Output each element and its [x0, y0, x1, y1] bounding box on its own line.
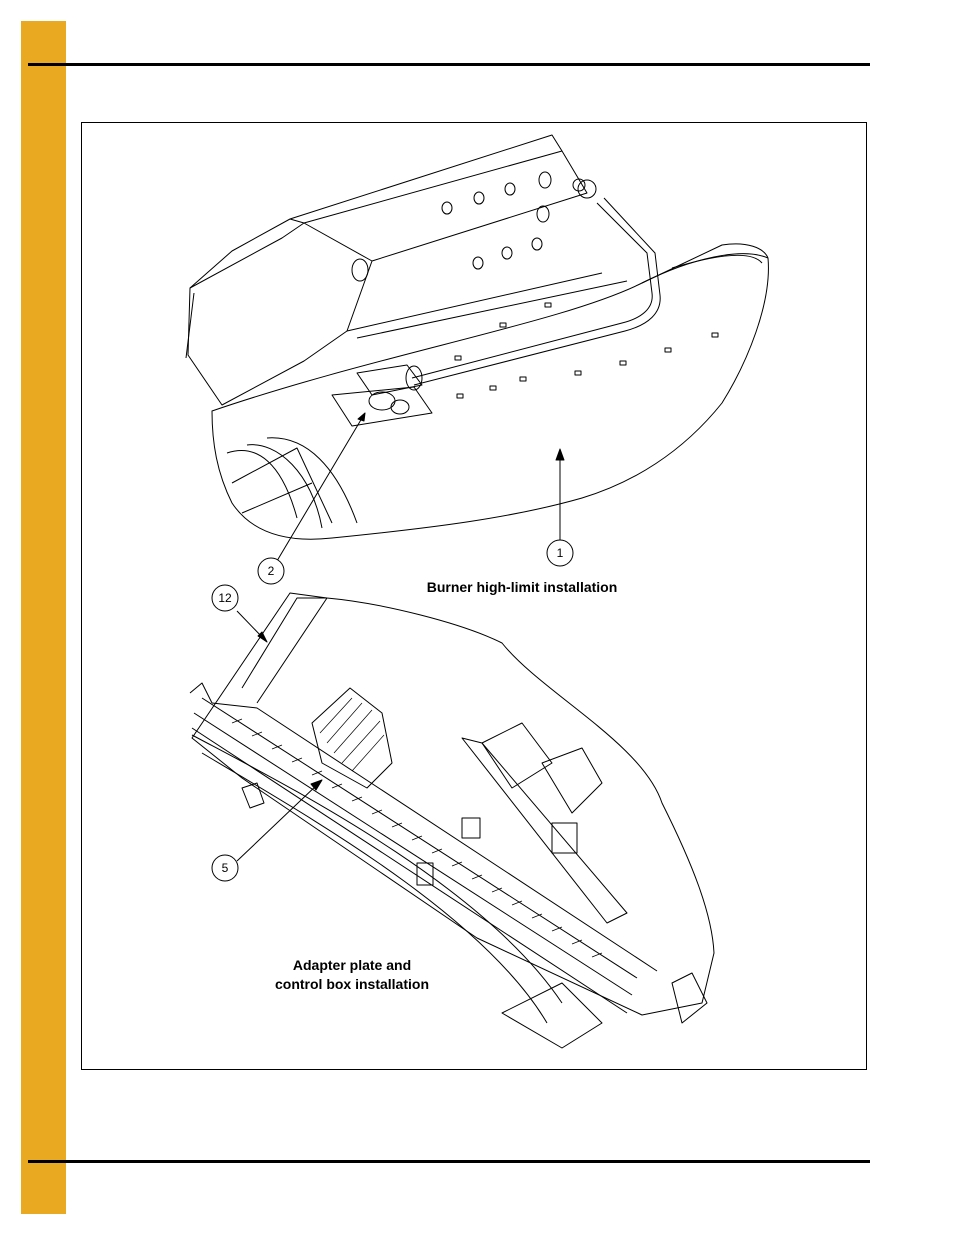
figure-frame: 1 2 12 5 Burner high-limit installation …	[81, 122, 867, 1070]
adapter-plate	[201, 697, 638, 979]
control-box-outline	[191, 592, 715, 1016]
header-rule	[28, 63, 870, 66]
caption-adapter-line2: control box installation	[274, 976, 429, 992]
high-limit-bracket	[331, 386, 433, 427]
technical-drawing: 1 2 12 5	[185, 134, 769, 1049]
caption-burner-high-limit: Burner high-limit installation	[426, 579, 618, 595]
rim-bolts	[454, 302, 719, 399]
callout-2: 2	[268, 564, 275, 578]
callout-1: 1	[557, 546, 564, 560]
side-tab	[21, 21, 66, 1214]
footer-rule	[28, 1160, 870, 1163]
control-cover	[187, 134, 588, 406]
transformer	[311, 687, 393, 789]
callout-12: 12	[218, 591, 232, 605]
callout-5: 5	[222, 861, 229, 875]
capillary-tube	[411, 202, 653, 379]
burner-housing-outline	[211, 243, 769, 540]
caption-adapter-line1: Adapter plate and	[292, 957, 412, 973]
caption-adapter-plate: Adapter plate and control box installati…	[252, 956, 452, 994]
